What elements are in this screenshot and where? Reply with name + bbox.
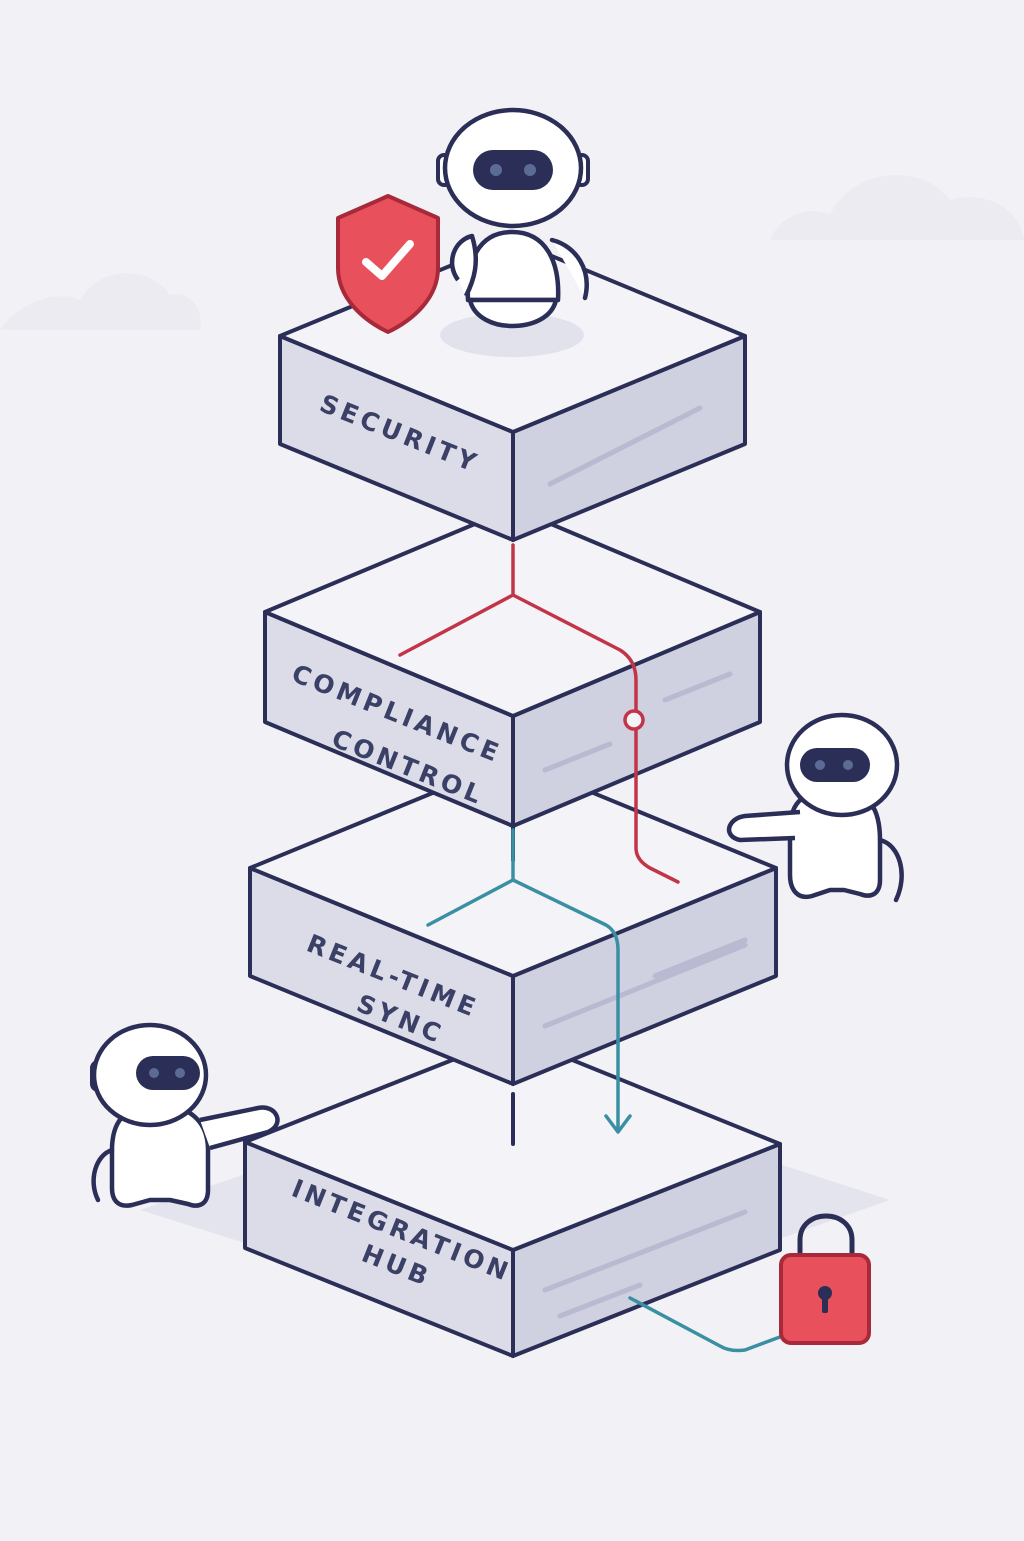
robot-right-visor [800, 748, 870, 782]
red-flow-line [398, 543, 680, 884]
robot-top-visor [473, 150, 553, 190]
shield-check-icon [336, 194, 440, 334]
robot-top [436, 107, 590, 357]
padlock-icon [779, 1213, 871, 1345]
robot-left-visor [136, 1056, 200, 1090]
robot-left [90, 1022, 280, 1208]
background-clouds [0, 174, 1024, 330]
teal-arrow-head [604, 1114, 632, 1134]
robot-right [726, 712, 904, 903]
flow-connectors [398, 543, 790, 1353]
teal-lock-line [628, 1296, 790, 1353]
layer-block-integration: INTEGRATION HUB [243, 1034, 782, 1358]
red-flow-node [623, 709, 645, 731]
teal-flow-line [426, 828, 620, 1130]
